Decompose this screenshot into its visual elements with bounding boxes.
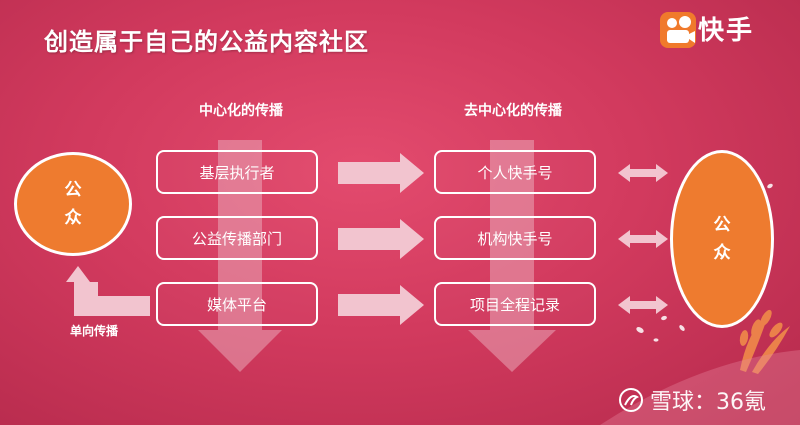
public-circle-left: 公众 <box>14 152 132 256</box>
right-box-personal-account: 个人快手号 <box>434 150 596 194</box>
public-right-label: 公众 <box>713 215 731 263</box>
left-box-media-platform: 媒体平台 <box>156 282 318 326</box>
left-column-heading: 中心化的传播 <box>199 103 283 119</box>
one-way-label: 单向传播 <box>70 324 119 338</box>
kuaishou-logo-icon <box>660 12 696 48</box>
watermark: 雪球 ： 36氪 <box>618 384 766 416</box>
arrow-row-2 <box>338 219 424 259</box>
brand-name: 快手 <box>698 16 755 46</box>
double-arrow-1 <box>618 164 668 182</box>
right-box-project-record: 项目全程记录 <box>434 282 596 326</box>
one-way-arrow <box>66 266 150 316</box>
watermark-author: 36氪 <box>716 390 767 415</box>
arrow-row-3 <box>338 285 424 325</box>
public-left-label: 公众 <box>64 180 82 228</box>
left-down-arrow <box>198 140 282 372</box>
watermark-site: 雪球 <box>650 390 695 415</box>
public-circle-right: 公众 <box>670 150 774 328</box>
page-title: 创造属于自己的公益内容社区 <box>44 28 369 56</box>
left-box-grassroots: 基层执行者 <box>156 150 318 194</box>
arrow-row-1 <box>338 153 424 193</box>
right-column-heading: 去中心化的传播 <box>464 103 562 119</box>
double-arrow-3 <box>618 296 668 314</box>
right-box-org-account: 机构快手号 <box>434 216 596 260</box>
wheat-decoration <box>739 309 790 374</box>
double-arrow-2 <box>618 230 668 248</box>
left-box-pr-department: 公益传播部门 <box>156 216 318 260</box>
right-down-arrow <box>468 140 556 372</box>
bottom-swoosh <box>600 350 800 425</box>
xueqiu-logo-icon <box>619 388 643 412</box>
watermark-separator: ： <box>694 390 717 415</box>
